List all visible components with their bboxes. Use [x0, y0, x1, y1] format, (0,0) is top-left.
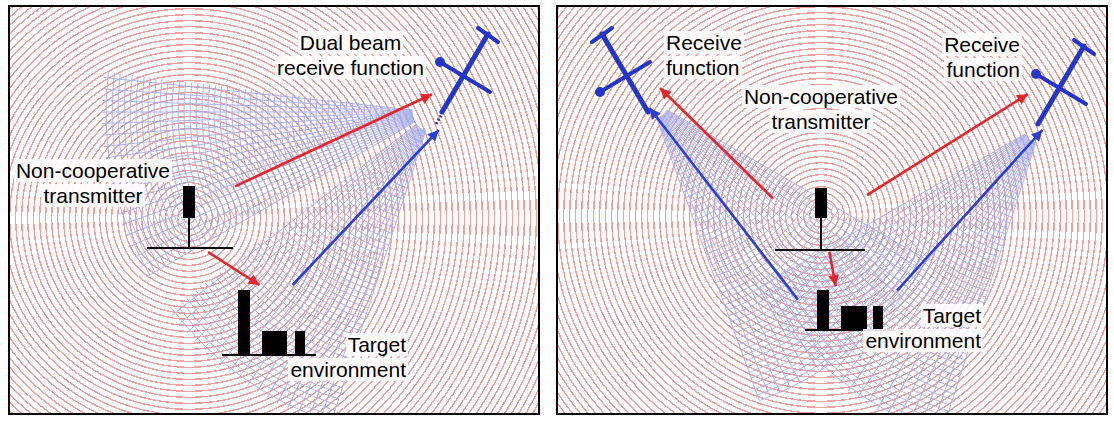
- building: [295, 331, 305, 355]
- wing: [1036, 74, 1086, 104]
- item-label-text: Non-cooperative transmitter: [742, 85, 900, 133]
- item-label: Target environment: [858, 303, 983, 353]
- building: [841, 306, 867, 330]
- building-symbol: [805, 290, 895, 330]
- aircraft-symbol: [435, 28, 498, 124]
- labelled-item: Non-cooperative transmitter: [773, 185, 867, 252]
- item-label-text: Dual beam receive function: [275, 31, 426, 79]
- tail: [1074, 40, 1094, 54]
- signal-arrow: [650, 108, 799, 300]
- labelled-item: Receive function: [1028, 40, 1100, 130]
- aircraft-symbol: [1031, 40, 1094, 124]
- item-label-text: Non-cooperative transmitter: [14, 159, 172, 207]
- labelled-item: Receive function: [590, 28, 660, 108]
- engine: [435, 57, 445, 67]
- ground-line: [775, 249, 865, 251]
- signal-arrow: [235, 94, 432, 186]
- building: [817, 290, 829, 330]
- fuselage: [442, 34, 488, 112]
- fuselage: [602, 34, 648, 112]
- transmitter-symbol: [775, 188, 865, 250]
- antenna-body: [815, 188, 827, 218]
- signal-arrow: [829, 252, 835, 286]
- labelled-item: Dual beam receive function: [432, 28, 500, 130]
- labelled-item: Target environment: [222, 285, 316, 357]
- wing: [600, 62, 650, 92]
- item-label: Receive function: [922, 32, 1022, 82]
- item-label: Non-cooperative transmitter: [12, 158, 174, 208]
- ground-line: [147, 247, 233, 249]
- item-label: Non-cooperative transmitter: [740, 84, 902, 134]
- engine: [1031, 69, 1041, 79]
- signal-arrow: [867, 94, 1028, 195]
- fuselage: [1038, 46, 1084, 124]
- engine: [595, 87, 605, 97]
- transmitter-symbol: [147, 186, 233, 248]
- beam-mesh: [102, 72, 426, 413]
- antenna: [436, 114, 442, 124]
- item-label-text: Target environment: [288, 333, 408, 381]
- beam-mesh: [172, 124, 426, 413]
- item-label: Receive function: [664, 30, 764, 80]
- item-label: Target environment: [283, 332, 408, 382]
- building-symbol: [222, 290, 316, 355]
- item-label-text: Receive function: [664, 31, 744, 79]
- item-label: Dual beam receive function: [273, 30, 428, 80]
- building: [262, 331, 287, 355]
- tail: [592, 28, 612, 42]
- labelled-item: Target environment: [798, 286, 897, 332]
- labelled-item: Non-cooperative transmitter: [145, 183, 235, 252]
- beam-mesh: [657, 110, 1036, 413]
- tail: [478, 28, 498, 42]
- building: [238, 290, 250, 355]
- mast: [820, 218, 822, 250]
- item-label-text: Receive function: [942, 33, 1022, 81]
- signal-arrow: [293, 130, 439, 285]
- signal-arrow: [208, 252, 260, 285]
- beam-mesh: [657, 110, 927, 401]
- building: [873, 306, 883, 330]
- mast: [188, 218, 190, 248]
- item-label-text: Target environment: [863, 304, 983, 352]
- signal-arrow: [897, 130, 1042, 291]
- wing: [440, 62, 490, 92]
- antenna-body: [183, 186, 195, 218]
- aircraft-symbol: [592, 28, 650, 112]
